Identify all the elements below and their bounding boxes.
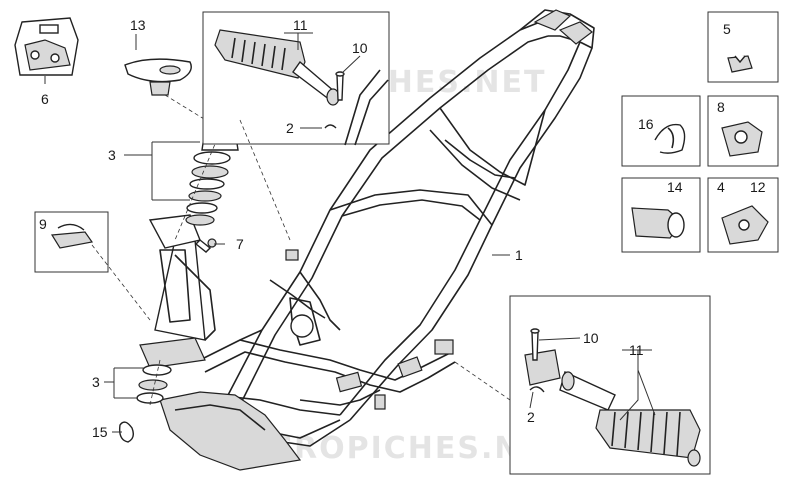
callout-14: 14 xyxy=(667,179,683,195)
part-6-hardware-bag xyxy=(14,17,79,76)
callout-11-bottom: 11 xyxy=(629,342,644,358)
steering-bearing-set-lower xyxy=(136,359,172,406)
callout-2-bottom: 2 xyxy=(527,409,535,425)
callout-4: 4 xyxy=(717,179,725,195)
callout-8: 8 xyxy=(717,99,725,115)
callout-6: 6 xyxy=(41,91,49,107)
callout-3-bottom: 3 xyxy=(92,374,100,390)
callout-2-top: 2 xyxy=(286,120,294,136)
part-15-clip xyxy=(118,421,135,443)
callout-3-top: 3 xyxy=(108,147,116,163)
main-frame xyxy=(139,9,595,471)
footpeg-box-bottom xyxy=(454,295,711,475)
callout-5: 5 xyxy=(723,21,731,37)
callout-13: 13 xyxy=(130,17,146,33)
part-16-box xyxy=(621,95,701,167)
callout-7: 7 xyxy=(236,236,244,252)
footpeg-box-top xyxy=(202,11,390,241)
callout-15: 15 xyxy=(92,424,108,440)
callout-1: 1 xyxy=(515,247,523,263)
callout-9: 9 xyxy=(39,216,47,232)
callout-16: 16 xyxy=(638,116,654,132)
part-13-head-cover xyxy=(124,58,223,131)
part-4-12-box xyxy=(707,177,779,253)
callout-10-top: 10 xyxy=(352,40,368,56)
part-8-box xyxy=(707,95,779,167)
callout-11-top: 11 xyxy=(293,17,308,33)
callout-10-bottom: 10 xyxy=(583,330,599,346)
part-5-box xyxy=(707,11,779,83)
callout-12: 12 xyxy=(750,179,766,195)
part-9-box xyxy=(34,211,151,321)
part-7-screw xyxy=(194,238,217,253)
callout-labels: 1 2 2 3 3 4 5 6 7 8 9 10 10 11 11 12 13 … xyxy=(39,17,766,440)
part-14-box xyxy=(621,177,701,253)
leader-lines xyxy=(44,32,656,433)
